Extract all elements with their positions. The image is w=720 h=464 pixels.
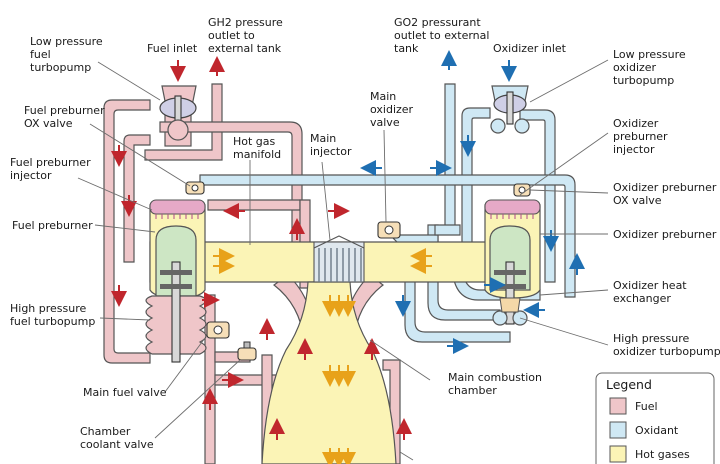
oxidizer-preburner-ox-valve-icon	[513, 183, 531, 197]
main-injector-label: Main injector	[310, 132, 352, 158]
high-pressure-fuel-turbopump	[145, 261, 207, 363]
high-pressure-oxidizer-turbopump-label: High pressure oxidizer turbopump	[613, 332, 720, 358]
legend-title: Legend	[606, 377, 652, 392]
oxidizer-preburner-ox-valve-label: Oxidizer preburner OX valve	[613, 181, 720, 207]
low-pressure-oxidizer-turbopump	[490, 85, 530, 134]
legend-swatch-fuel	[609, 397, 627, 415]
low-pressure-fuel-turbopump	[159, 85, 197, 141]
valves	[185, 181, 531, 361]
legend-item-fuel: Fuel	[609, 397, 658, 415]
fuel-inlet-label: Fuel inlet	[147, 42, 198, 55]
chamber-coolant-valve-label: Chamber coolant valve	[80, 425, 154, 451]
preburner-injectors	[149, 199, 541, 219]
oxidizer-inlet-label: Oxidizer inlet	[493, 42, 567, 55]
go2-outlet-label: GO2 pressurant outlet to external tank	[394, 16, 493, 55]
leader-lines	[77, 59, 609, 461]
flow-arrows	[111, 50, 585, 464]
fuel-preburner-injector-label: Fuel preburner injector	[10, 156, 94, 182]
legend-label-fuel: Fuel	[635, 400, 658, 413]
hot-gas-manifold-label: Hot gas manifold	[233, 135, 281, 161]
legend: Legend Fuel Oxidant Hot gases	[595, 372, 715, 464]
oxidizer-preburner-label: Oxidizer preburner	[613, 228, 717, 241]
oxidizer-heat-exchanger-label: Oxidizer heat exchanger	[613, 279, 690, 305]
main-oxidizer-valve-label: Main oxidizer valve	[370, 90, 417, 129]
legend-swatch-oxidant	[609, 421, 627, 439]
high-pressure-fuel-turbopump-label: High pressure fuel turbopump	[10, 302, 95, 328]
main-fuel-valve-label: Main fuel valve	[83, 386, 167, 399]
main-oxidizer-valve-icon	[377, 221, 401, 239]
main-injector	[313, 235, 365, 283]
fuel-preburner-ox-valve-icon	[185, 181, 205, 195]
oxidizer-preburner-injector-label: Oxidizer preburner injector	[613, 117, 671, 156]
fuel-preburner-label: Fuel preburner	[12, 219, 93, 232]
main-fuel-valve-icon	[206, 321, 230, 339]
low-pressure-fuel-turbopump-label: Low pressure fuel turbopump	[30, 35, 106, 74]
fuel-preburner-ox-valve-label: Fuel preburner OX valve	[24, 104, 108, 130]
main-combustion-chamber-label: Main combustion chamber	[448, 371, 546, 397]
low-pressure-oxidizer-turbopump-label: Low pressure oxidizer turbopump	[613, 48, 689, 87]
legend-label-oxidant: Oxidant	[635, 424, 679, 437]
legend-item-hot-gases: Hot gases	[609, 445, 690, 463]
labels: GH2 pressure outlet to external tank GO2…	[10, 16, 720, 451]
legend-swatch-hot-gases	[609, 445, 627, 463]
chamber-coolant-valve-icon	[237, 341, 257, 361]
legend-label-hot-gases: Hot gases	[635, 448, 690, 461]
gh2-outlet-label: GH2 pressure outlet to external tank	[208, 16, 286, 55]
legend-item-oxidant: Oxidant	[609, 421, 679, 439]
